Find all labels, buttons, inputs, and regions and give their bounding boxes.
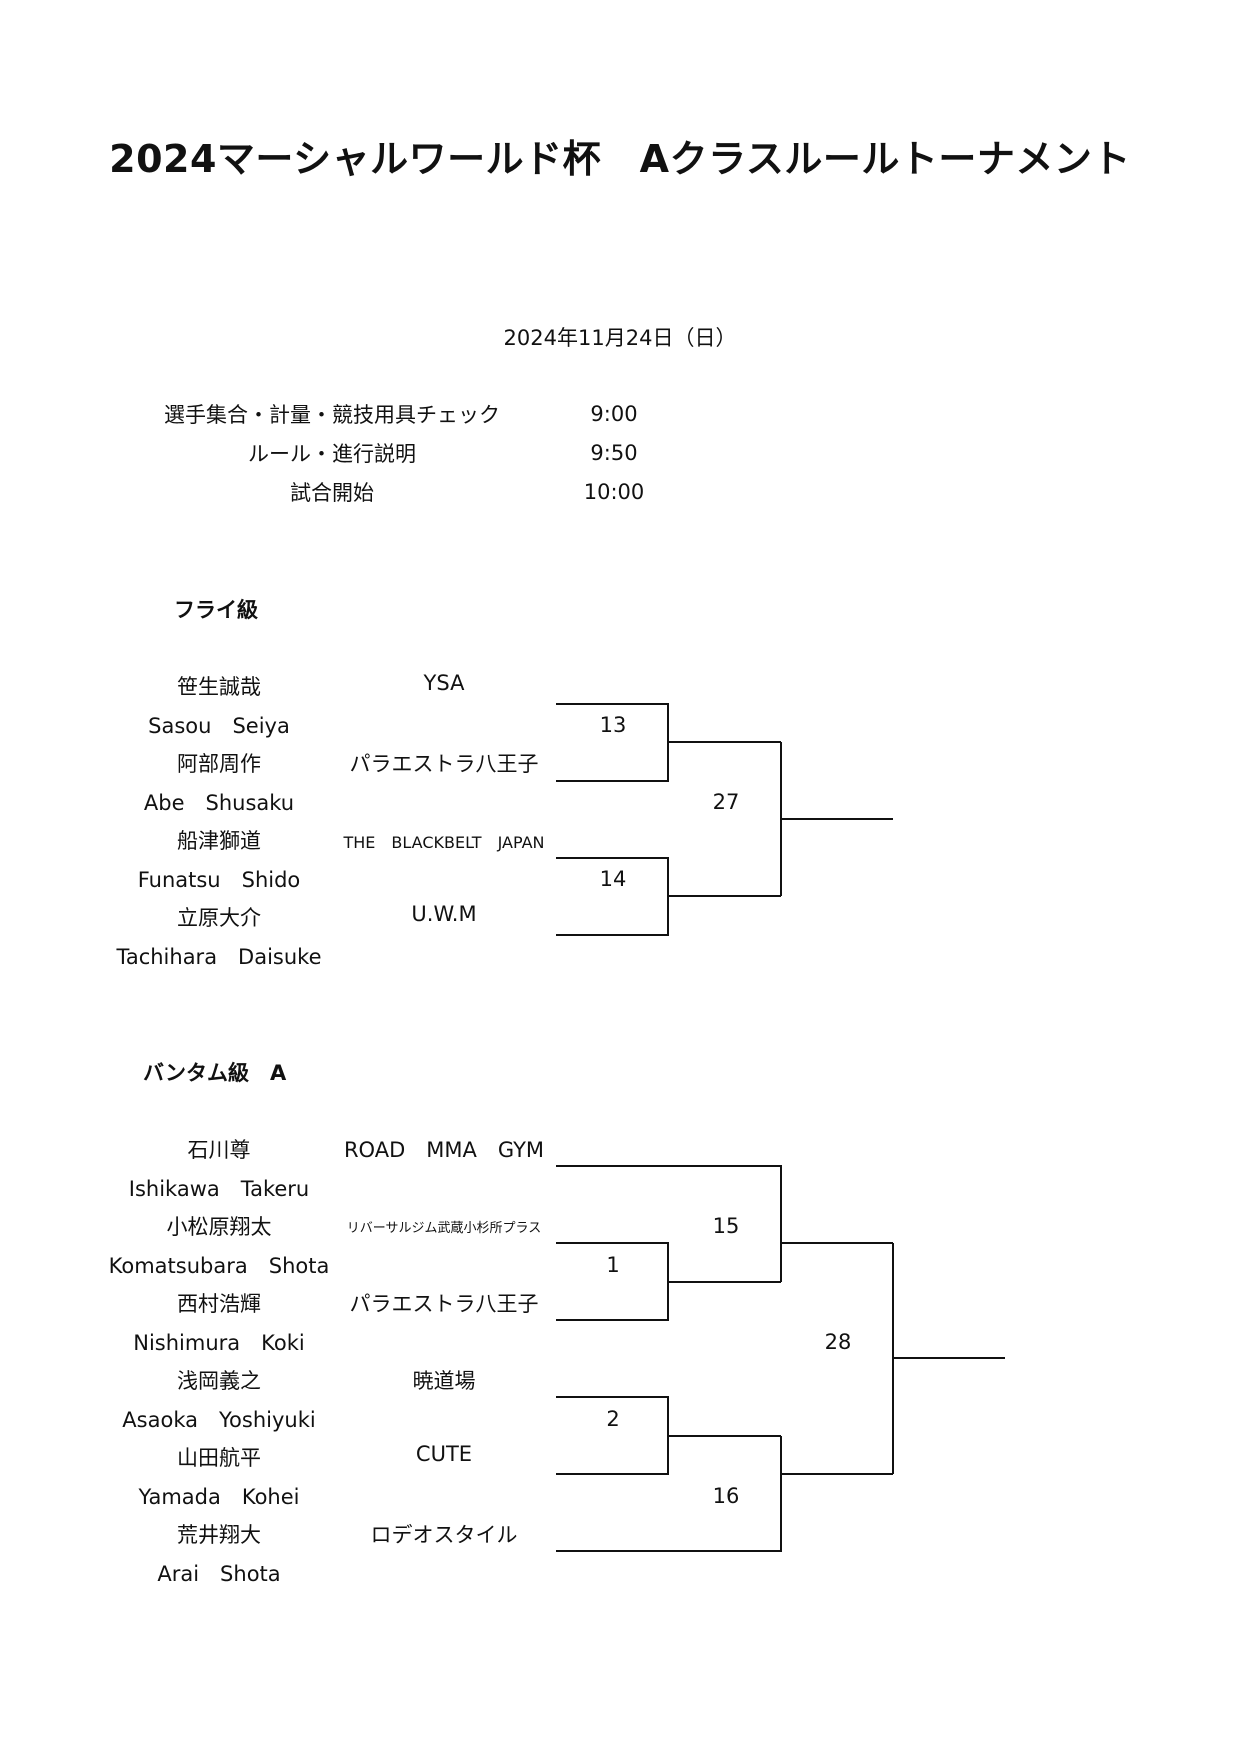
competitor-name-ja: 小松原翔太 — [166, 1215, 272, 1239]
event-date: 2024年11月24日（日） — [503, 326, 737, 350]
schedule-time: 10:00 — [583, 480, 645, 504]
competitor-name-ja: 立原大介 — [177, 906, 261, 930]
match-number: 15 — [712, 1214, 740, 1238]
match-number: 16 — [712, 1484, 740, 1508]
competitor-name-ja: 荒井翔大 — [177, 1523, 261, 1547]
competitor-gym: U.W.M — [411, 902, 477, 926]
competitor-name-en: Ishikawa Takeru — [128, 1177, 310, 1201]
schedule-label: 選手集合・計量・競技用具チェック — [164, 403, 500, 427]
competitor-gym: ロデオスタイル — [370, 1523, 518, 1547]
competitor-gym: 暁道場 — [412, 1369, 476, 1393]
schedule-time: 9:50 — [590, 441, 638, 465]
competitor-name-en: Funatsu Shido — [137, 868, 301, 892]
bracket-line — [556, 703, 669, 782]
schedule-label: 試合開始 — [290, 481, 374, 505]
bracket-line — [556, 857, 669, 936]
competitor-name-en: Tachihara Daisuke — [116, 945, 322, 969]
page-title: 2024マーシャルワールド杯 Aクラスルールトーナメント — [109, 137, 1131, 181]
competitor-name-en: Nishimura Koki — [133, 1331, 305, 1355]
match-number: 13 — [599, 713, 627, 737]
competitor-name-en: Arai Shota — [157, 1562, 281, 1586]
competitor-gym: リバーサルジム武蔵小杉所プラス — [346, 1221, 542, 1236]
bracket-line — [556, 1396, 669, 1475]
schedule-label: ルール・進行説明 — [248, 442, 416, 466]
competitor-name-ja: 笹生誠哉 — [177, 675, 261, 699]
competitor-gym: パラエストラ八王子 — [349, 752, 539, 776]
competitor-name-ja: 阿部周作 — [177, 752, 261, 776]
bantam-section-title: バンタム級 A — [143, 1061, 287, 1085]
fly-section-title: フライ級 — [174, 598, 258, 622]
competitor-gym: THE BLACKBELT JAPAN — [343, 833, 545, 852]
match-number: 2 — [606, 1407, 620, 1431]
match-number: 1 — [606, 1253, 620, 1277]
competitor-name-en: Yamada Kohei — [138, 1485, 300, 1509]
competitor-name-ja: 浅岡義之 — [177, 1369, 261, 1393]
competitor-gym: ROAD MMA GYM — [343, 1138, 545, 1162]
competitor-name-en: Asaoka Yoshiyuki — [122, 1408, 316, 1432]
competitor-gym: CUTE — [415, 1442, 473, 1466]
schedule-time: 9:00 — [590, 402, 638, 426]
competitor-name-ja: 石川尊 — [187, 1138, 251, 1162]
match-number: 27 — [712, 790, 740, 814]
competitor-name-ja: 西村浩輝 — [177, 1292, 261, 1316]
match-number: 14 — [599, 867, 627, 891]
competitor-name-en: Sasou Seiya — [148, 714, 290, 738]
bracket-line — [556, 1242, 669, 1321]
competitor-name-ja: 山田航平 — [177, 1446, 261, 1470]
competitor-name-en: Abe Shusaku — [143, 791, 295, 815]
competitor-gym: パラエストラ八王子 — [349, 1292, 539, 1316]
match-number: 28 — [824, 1330, 852, 1354]
competitor-gym: YSA — [423, 671, 465, 695]
competitor-name-ja: 船津獅道 — [177, 829, 261, 853]
bracket-line — [556, 1165, 782, 1243]
competitor-name-en: Komatsubara Shota — [108, 1254, 330, 1278]
